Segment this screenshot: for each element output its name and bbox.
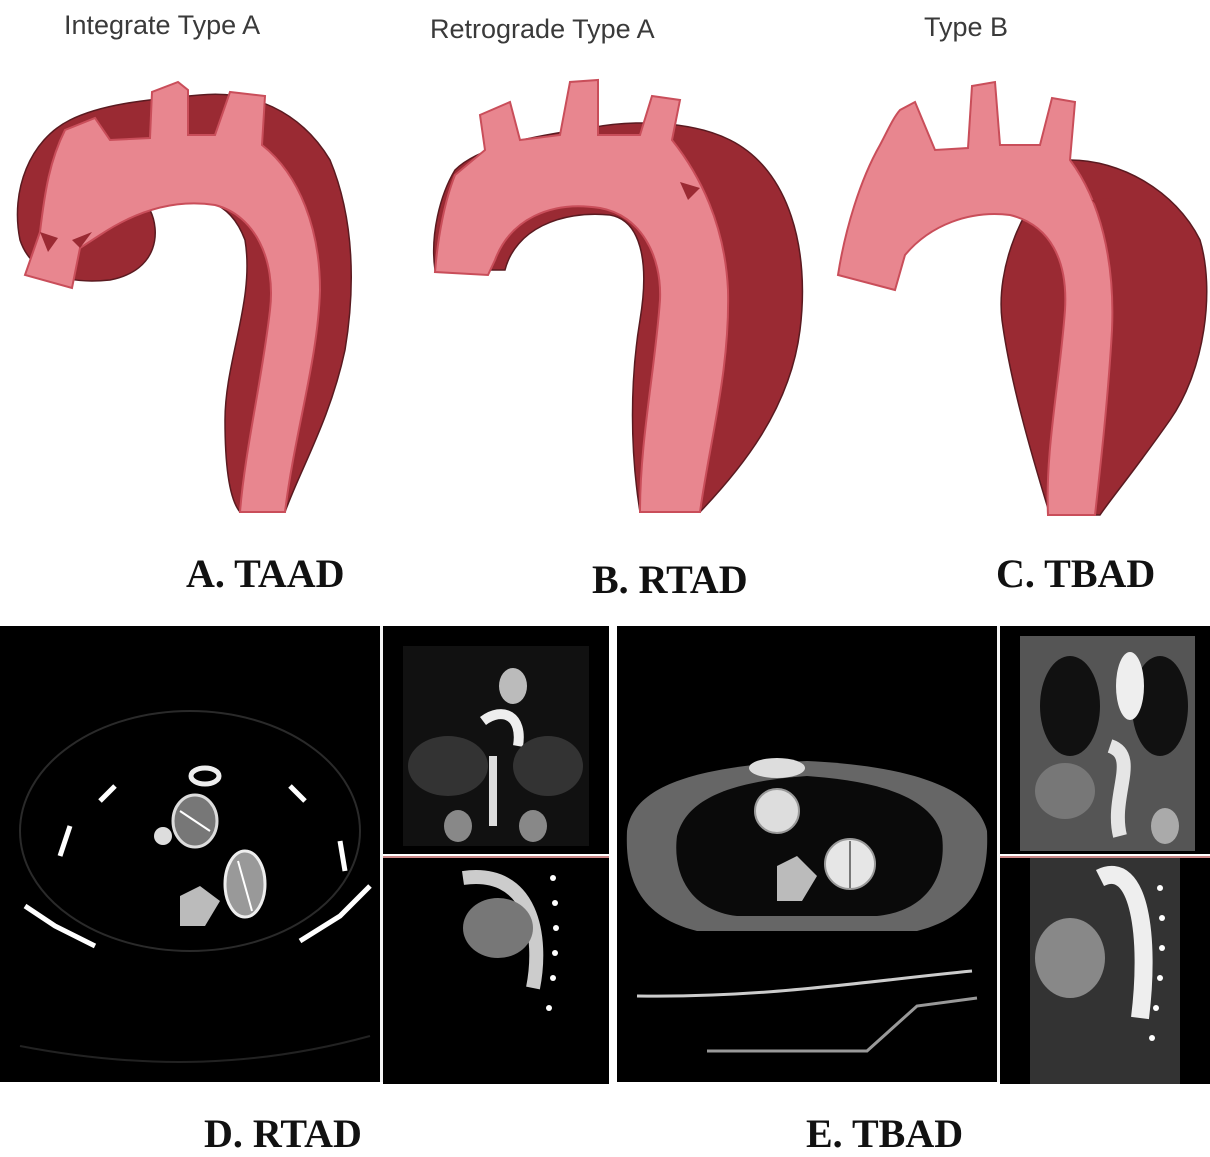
aorta-diagram-rtad: [434, 80, 803, 512]
aorta-diagram-tbad: [838, 82, 1207, 515]
ct-rtad-coronal: [383, 626, 609, 854]
aorta-diagram-taad: [17, 82, 351, 512]
panel-label-c: C. TBAD: [996, 550, 1155, 597]
aorta-diagrams: [0, 0, 1210, 560]
ct-tbad-coronal: [1000, 626, 1210, 854]
ct-tbad-sagittal: [1000, 856, 1210, 1084]
ct-rtad-sagittal: [383, 856, 609, 1084]
panel-label-d: D. RTAD: [204, 1110, 362, 1157]
panel-label-b: B. RTAD: [592, 556, 748, 603]
panel-label-e: E. TBAD: [806, 1110, 963, 1157]
ct-rtad-axial: [0, 626, 380, 1082]
true-lumen-c: [838, 82, 1112, 515]
ct-tbad-axial: [617, 626, 997, 1082]
panel-label-a: A. TAAD: [186, 550, 345, 597]
